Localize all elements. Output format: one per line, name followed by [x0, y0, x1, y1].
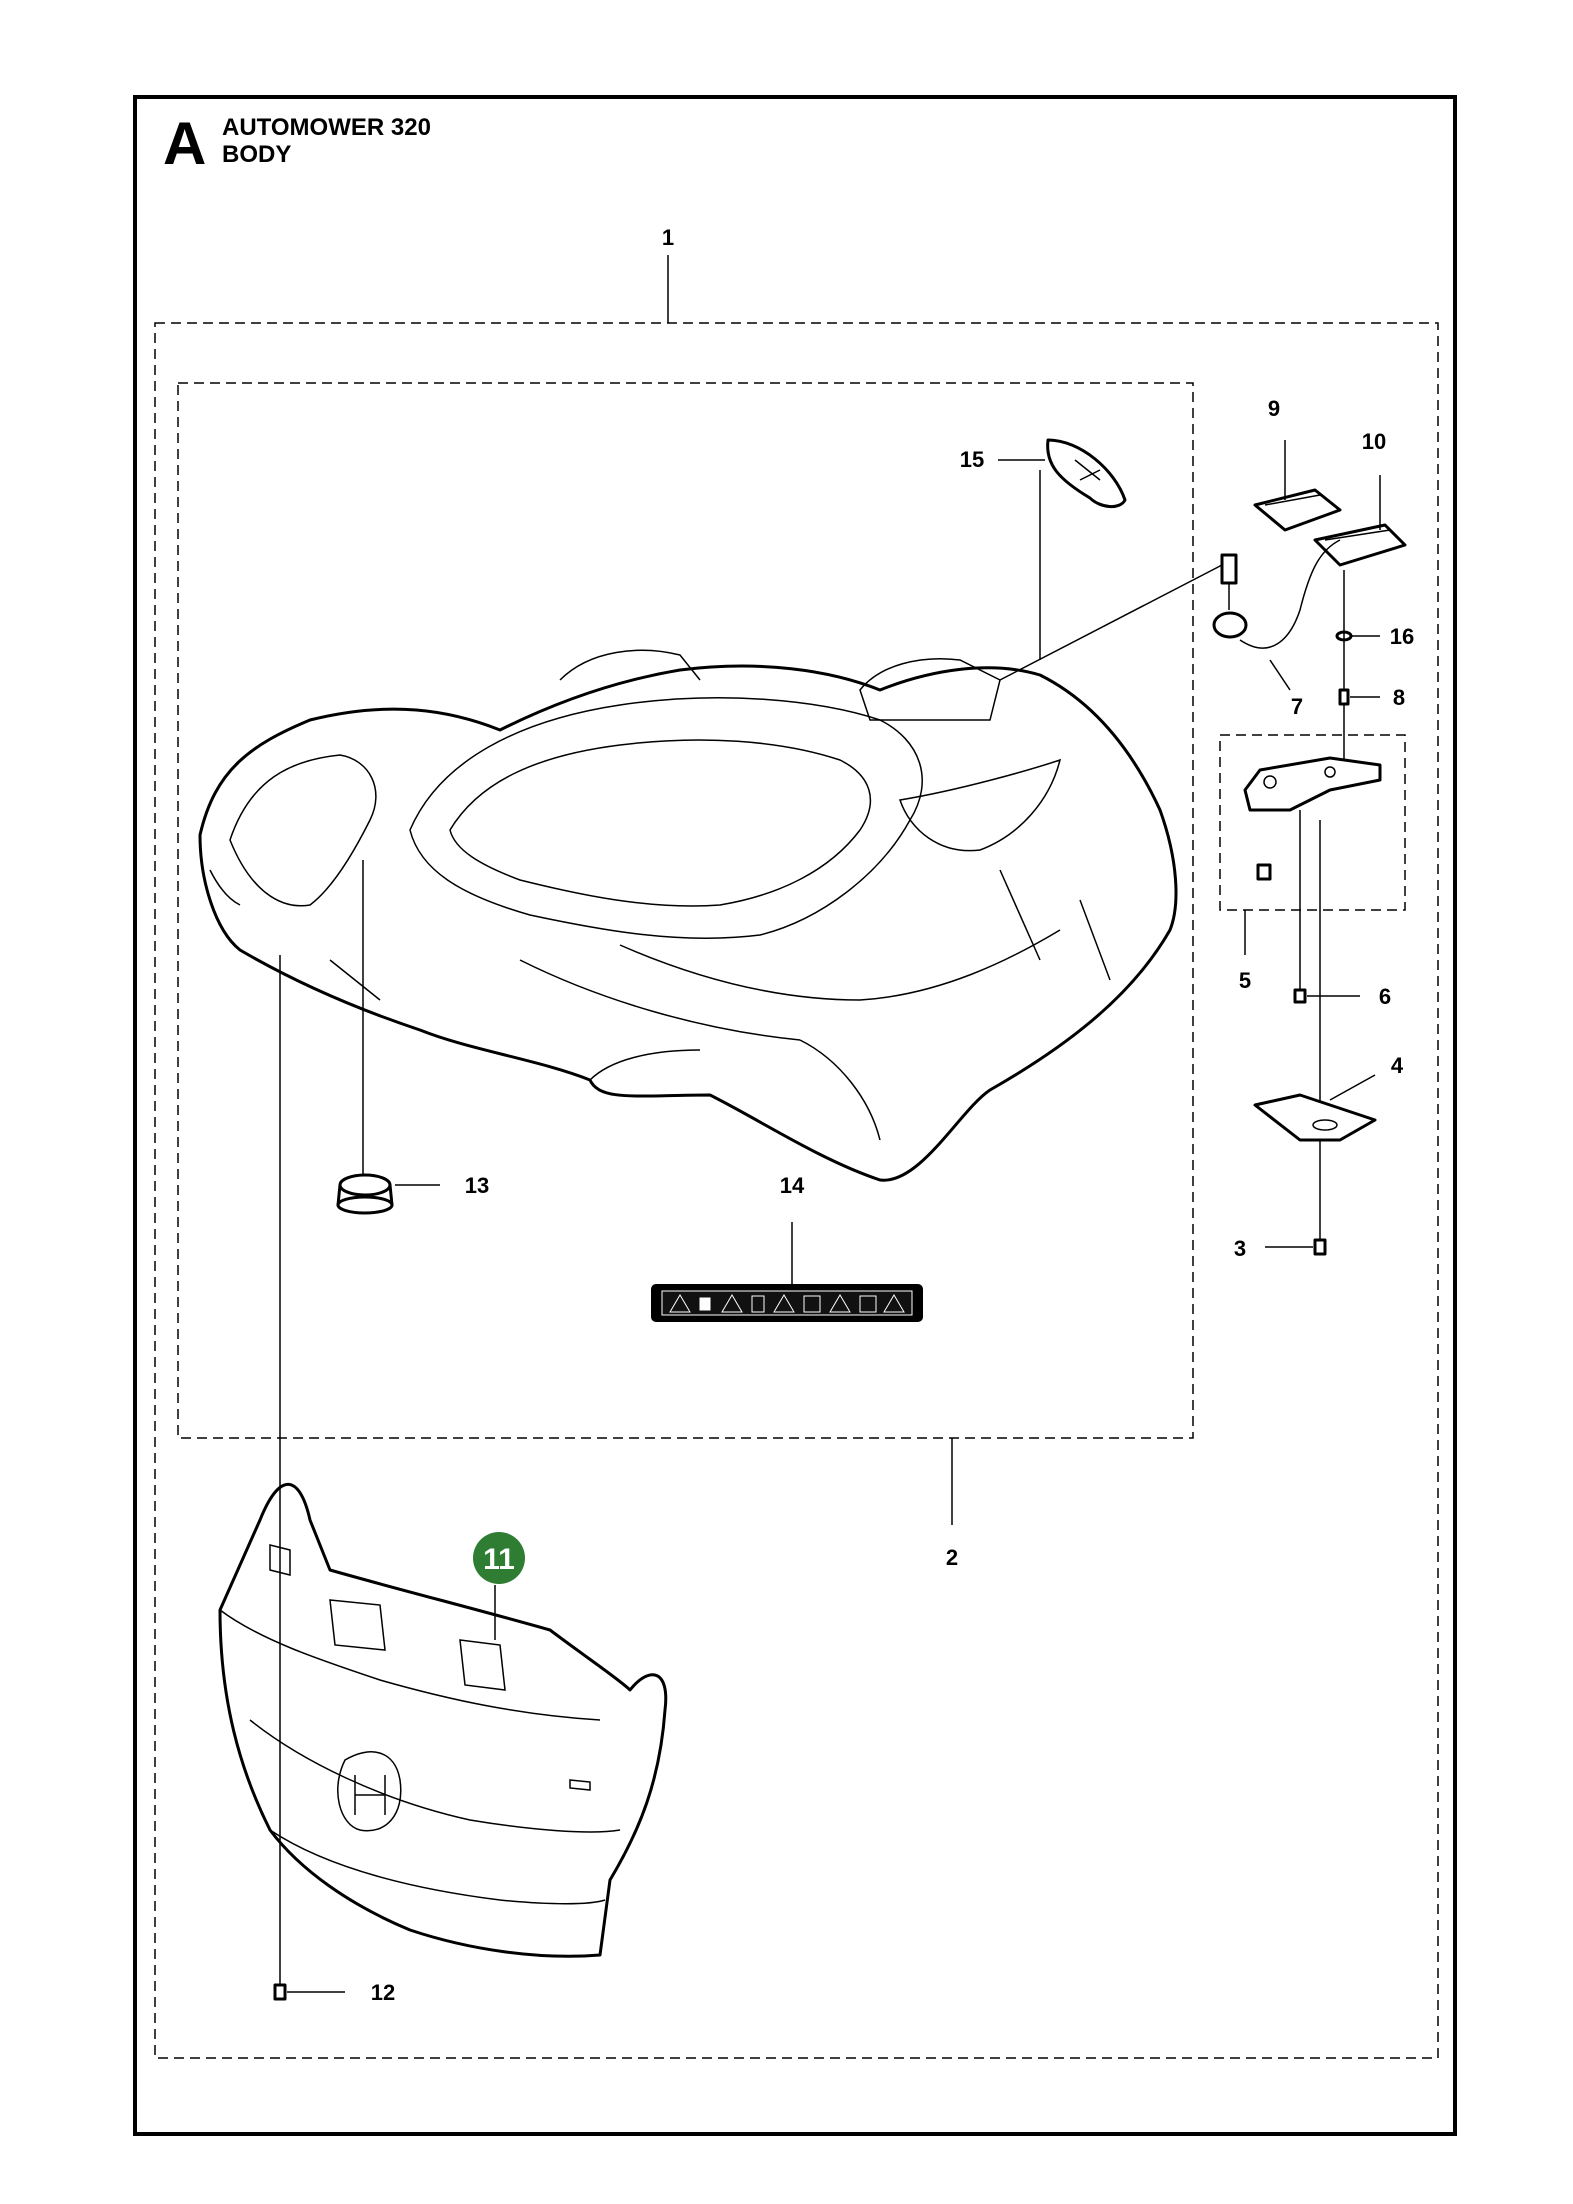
callout-5: 5	[1239, 968, 1251, 993]
screw-part-12	[273, 1983, 287, 2001]
section-letter: A	[163, 110, 207, 177]
logo-badge-part	[1046, 438, 1127, 508]
latch-part-9	[1253, 488, 1342, 532]
bracket-part-5	[1243, 756, 1382, 881]
assembly-5-box	[1219, 734, 1406, 911]
front-cover-part-11	[218, 1483, 668, 1958]
leader-7	[1269, 659, 1291, 691]
group-title: BODY	[222, 141, 292, 168]
assembly-2-box	[177, 382, 1194, 1439]
assembly-1-box	[154, 322, 1439, 2059]
callout-9: 9	[1268, 396, 1280, 421]
callout-15: 15	[960, 447, 984, 472]
callout-6: 6	[1379, 984, 1391, 1009]
callout-2: 2	[946, 1545, 958, 1570]
screw-part-8	[1338, 688, 1350, 706]
grommet-part-13	[336, 1173, 394, 1215]
leader-4	[1329, 1074, 1376, 1101]
callout-13: 13	[465, 1173, 489, 1198]
callout-8: 8	[1393, 685, 1405, 710]
model-title: AUTOMOWER 320	[222, 114, 431, 141]
warning-decal-part	[651, 1284, 923, 1322]
screw-part-3	[1313, 1238, 1327, 1256]
callout-12: 12	[371, 1980, 395, 2005]
body-shell	[198, 649, 1178, 1182]
latch-part-10	[1313, 523, 1407, 567]
callout-14: 14	[780, 1173, 805, 1198]
callout-7: 7	[1291, 694, 1303, 719]
callout-11-highlight	[473, 1532, 525, 1584]
plate-part-4	[1253, 1093, 1377, 1142]
screw-part-6	[1293, 988, 1307, 1004]
callout-1: 1	[662, 225, 674, 250]
outer-frame	[133, 95, 1457, 2136]
callout-4: 4	[1391, 1053, 1404, 1078]
sensor-part-7	[1212, 539, 1341, 649]
callout-10: 10	[1362, 429, 1386, 454]
callout-11: 11	[483, 1543, 515, 1576]
callout-3: 3	[1234, 1236, 1246, 1261]
leader-7-main	[999, 564, 1223, 681]
callout-16: 16	[1390, 624, 1414, 649]
